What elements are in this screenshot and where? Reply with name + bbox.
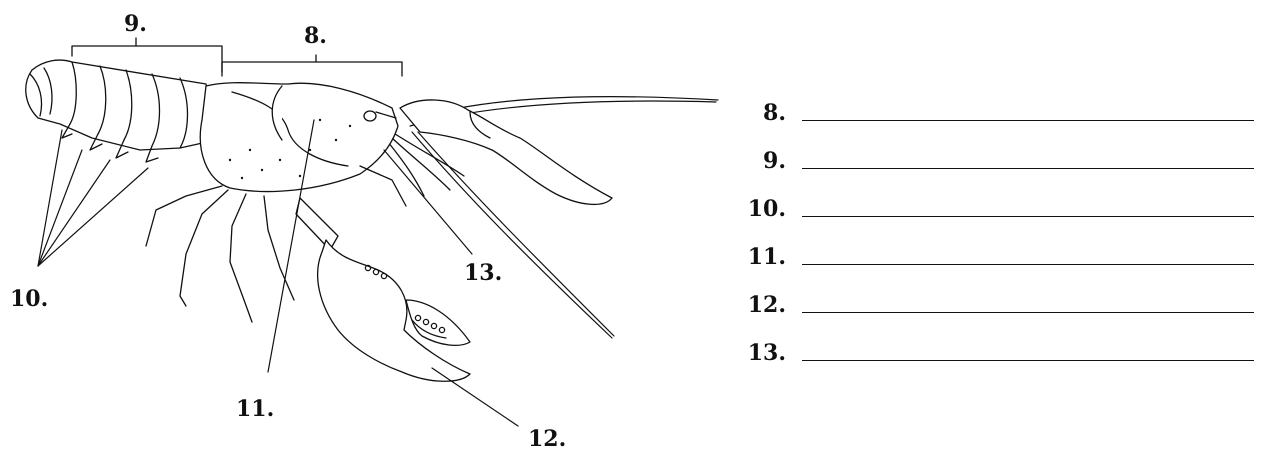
answer-blank-9[interactable] bbox=[802, 168, 1254, 169]
bracket-cephalothorax bbox=[222, 55, 402, 76]
abdomen bbox=[26, 60, 216, 150]
callout-11: 11. bbox=[236, 398, 274, 420]
answer-blank-8[interactable] bbox=[802, 120, 1254, 121]
callout-12: 12. bbox=[528, 428, 566, 450]
callout-9: 9. bbox=[124, 13, 147, 35]
answer-label-12: 12. bbox=[734, 294, 786, 316]
answer-label-13: 13. bbox=[734, 342, 786, 364]
front-claw bbox=[400, 100, 612, 204]
callout-8: 8. bbox=[304, 25, 327, 47]
callout-10: 10. bbox=[10, 288, 48, 310]
callout-13: 13. bbox=[464, 262, 502, 284]
answer-label-8: 8. bbox=[734, 102, 786, 124]
answer-label-10: 10. bbox=[734, 198, 786, 220]
answer-blank-12[interactable] bbox=[802, 312, 1254, 313]
answer-label-11: 11. bbox=[734, 246, 786, 268]
answer-blank-13[interactable] bbox=[802, 360, 1254, 361]
crayfish-illustration bbox=[0, 0, 740, 453]
cheliped-claw bbox=[296, 198, 470, 381]
answer-blank-10[interactable] bbox=[802, 216, 1254, 217]
answer-blank-11[interactable] bbox=[802, 264, 1254, 265]
answer-label-9: 9. bbox=[734, 150, 786, 172]
